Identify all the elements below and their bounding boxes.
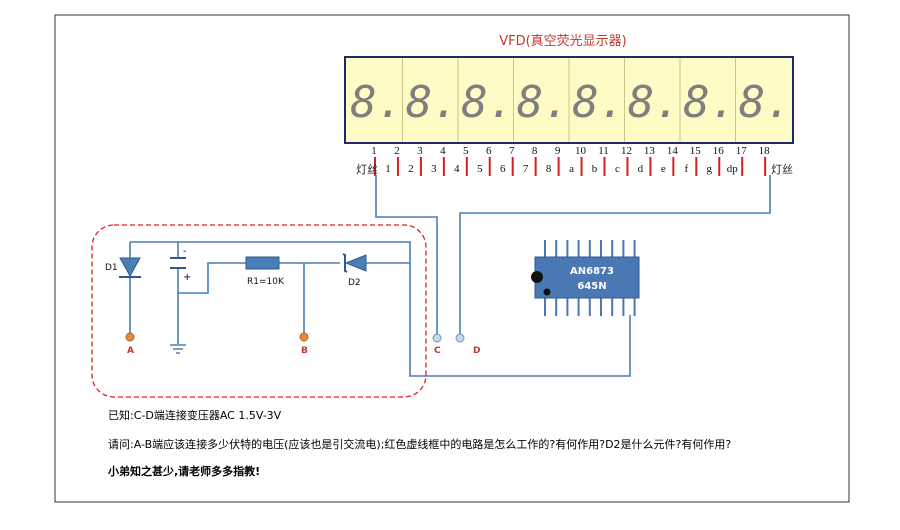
vfd-pin-number: 4 [440,145,446,157]
terminal-b-label: B [301,346,308,356]
vfd-pin-label: f [684,163,688,175]
vfd-pin-number: 14 [667,145,679,157]
vfd-digit: 8. [572,77,625,128]
vfd-pin-number: 12 [621,145,632,157]
d1-label: D1 [105,263,118,273]
capacitor [170,257,186,269]
ic-chip: AN6873 645N [531,240,640,316]
vfd-pin-label: g [707,163,713,175]
vfd-digit: 8. [517,77,570,128]
wire-top-rail [130,241,411,260]
terminal-b [299,332,309,342]
terminal-d [455,333,465,343]
note-request: 小弟知之甚少,请老师多多指教! [108,465,261,478]
note-known: 已知:C-D端连接变压器AC 1.5V-3V [108,409,282,422]
filament-right-label: 灯丝 [771,163,793,176]
inner-circuit [129,241,411,344]
terminal-a [125,332,135,342]
wire-filament-left [375,175,438,334]
ground-icon [170,344,186,354]
vfd-pin-label: 5 [477,163,483,175]
cap-minus-label: - [183,246,187,257]
vfd-digit: 8. [461,77,514,128]
r1-resistor [245,256,280,270]
red-dashed-box [91,224,427,398]
d2-zener-diode [342,253,367,273]
wires [375,175,771,377]
wire-d-to-ic [409,260,631,377]
vfd-pin-number: 5 [463,145,469,157]
terminal-d-label: D [473,346,480,356]
ic-body [534,256,640,299]
d2-label: D2 [348,278,361,288]
vfd-display: 8.8.8.8.8.8.8.8. [344,56,794,144]
vfd-pin-number: 9 [555,145,561,157]
vfd-pin-label: c [615,163,620,175]
vfd-pin-number: 13 [644,145,656,157]
vfd-pin-label: a [569,163,574,175]
wire-to-r1 [178,262,246,294]
vfd-pin-label: 4 [454,163,460,175]
note-question: 请问:A-B端应该连接多少伏特的电压(应该也是引交流电);红色虚线框中的电路是怎… [108,438,732,451]
terminal-c-label: C [434,346,441,356]
vfd-digit: 8. [739,77,792,128]
vfd-digit: 8. [628,77,681,128]
vfd-pins: 1 2 3 4 5 6 7 8 a b c d e f g dp [374,157,767,176]
vfd-pin-number: 7 [509,145,515,157]
vfd-digit: 8. [683,77,736,128]
r1-label: R1=10K [247,277,285,287]
filament-left-label: 灯丝 [356,163,378,176]
vfd-pin-label: e [661,163,666,175]
ic-notch-icon [531,271,543,283]
vfd-pin-number: 6 [486,145,492,157]
vfd-digit: 8. [350,77,403,128]
vfd-pin-label: 7 [523,163,529,175]
vfd-pin-label: dp [727,163,739,175]
vfd-title: VFD(真空荧光显示器) [499,34,627,49]
vfd-pin-number: 3 [417,145,423,157]
wire-filament-right [459,175,771,334]
vfd-digit: 8. [406,77,459,128]
vfd-pin-label: d [638,163,644,175]
vfd-pin-number: 17 [736,145,748,157]
ic-code-label: 645N [577,281,606,292]
vfd-pin-number: 2 [394,145,400,157]
vfd-pin-label: b [592,163,598,175]
vfd-pin-label: 3 [431,163,437,175]
vfd-pin-number: 15 [690,145,702,157]
cap-plus-label: + [183,272,191,283]
vfd-pin-number: 8 [532,145,538,157]
vfd-pin-label: 6 [500,163,506,175]
vfd-pin-number: 10 [575,145,587,157]
vfd-pin-number: 1 [371,145,377,157]
vfd-pin-number: 11 [598,145,609,157]
ic-pin1-dot [543,288,551,296]
terminal-a-label: A [127,346,134,356]
page-frame [54,14,850,503]
vfd-pin-label: 2 [408,163,414,175]
vfd-pin-number: 16 [713,145,725,157]
ic-part-label: AN6873 [570,266,614,277]
vfd-pin-label: 8 [546,163,552,175]
d1-diode [119,257,141,278]
vfd-pin-label: 1 [385,163,391,175]
terminal-c [432,333,442,343]
vfd-pin-number: 18 [759,145,771,157]
